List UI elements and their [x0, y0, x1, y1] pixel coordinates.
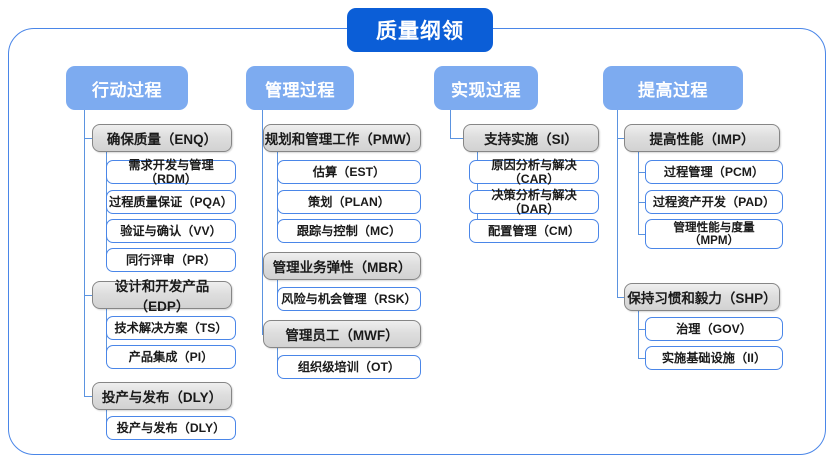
connector-group-3-1	[450, 138, 463, 140]
connector-group-4-2	[617, 297, 624, 299]
column-trunk-2	[262, 110, 264, 334]
column-header-4[interactable]: 提高过程	[603, 66, 743, 110]
connector-leaf-4-2-2	[638, 358, 645, 360]
leaf-box-2-3-1[interactable]: 组织级培训（OT）	[277, 355, 421, 379]
connector-group-2-2	[262, 266, 263, 268]
leaf-box-1-2-1[interactable]: 技术解决方案（TS）	[106, 316, 236, 340]
connector-leaf-4-1-3	[638, 234, 645, 236]
group-box-1-1[interactable]: 确保质量（ENQ）	[92, 124, 232, 152]
leaf-box-2-1-3[interactable]: 跟踪与控制（MC）	[277, 219, 421, 243]
leaf-box-2-1-2[interactable]: 策划（PLAN）	[277, 190, 421, 214]
leaf-box-2-2-1[interactable]: 风险与机会管理（RSK）	[277, 287, 421, 311]
connector-group-1-3	[84, 396, 92, 398]
leaf-box-4-2-2[interactable]: 实施基础设施（II）	[645, 346, 783, 370]
group-box-2-3[interactable]: 管理员工（MWF）	[263, 320, 421, 348]
leaf-box-2-1-1[interactable]: 估算（EST）	[277, 160, 421, 184]
group-subtrunk-4-1	[638, 152, 640, 234]
leaf-box-4-1-1[interactable]: 过程管理（PCM）	[645, 160, 783, 184]
root-title: 质量纲领	[347, 8, 493, 52]
leaf-box-1-1-3[interactable]: 验证与确认（VV）	[106, 219, 236, 243]
group-box-1-3[interactable]: 投产与发布（DLY）	[92, 382, 232, 410]
group-box-2-2[interactable]: 管理业务弹性（MBR）	[263, 252, 421, 280]
leaf-box-3-1-1[interactable]: 原因分析与解决（CAR）	[469, 158, 599, 186]
connector-leaf-4-1-2	[638, 202, 645, 204]
column-trunk-3	[450, 110, 452, 138]
leaf-box-1-3-1[interactable]: 投产与发布（DLY）	[106, 416, 236, 440]
leaf-box-3-1-2[interactable]: 决策分析与解决（DAR）	[469, 188, 599, 216]
connector-leaf-4-2-1	[638, 329, 645, 331]
leaf-box-3-1-3[interactable]: 配置管理（CM）	[469, 219, 599, 243]
group-subtrunk-4-2	[638, 311, 640, 358]
connector-group-4-1	[617, 138, 624, 140]
leaf-box-1-2-2[interactable]: 产品集成（PI）	[106, 345, 236, 369]
leaf-box-4-2-1[interactable]: 治理（GOV）	[645, 317, 783, 341]
connector-group-1-2	[84, 295, 92, 297]
leaf-box-1-1-2[interactable]: 过程质量保证（PQA）	[106, 190, 236, 214]
column-trunk-1	[84, 110, 86, 396]
group-box-2-1[interactable]: 规划和管理工作（PMW）	[263, 124, 421, 152]
group-box-4-1[interactable]: 提高性能（IMP）	[624, 124, 780, 152]
connector-group-1-1	[84, 138, 92, 140]
leaf-box-4-1-3[interactable]: 管理性能与度量（MPM）	[645, 219, 783, 249]
group-box-4-2[interactable]: 保持习惯和毅力（SHP）	[624, 283, 780, 311]
column-header-2[interactable]: 管理过程	[246, 66, 354, 110]
group-box-3-1[interactable]: 支持实施（SI）	[463, 124, 599, 152]
column-trunk-4	[617, 110, 619, 297]
leaf-box-4-1-2[interactable]: 过程资产开发（PAD）	[645, 190, 783, 214]
column-header-1[interactable]: 行动过程	[66, 66, 188, 110]
connector-group-2-1	[262, 138, 263, 140]
leaf-box-1-1-1[interactable]: 需求开发与管理（RDM）	[106, 158, 236, 186]
connector-group-2-3	[262, 334, 263, 336]
leaf-box-1-1-4[interactable]: 同行评审（PR）	[106, 248, 236, 272]
group-box-1-2[interactable]: 设计和开发产品（EDP）	[92, 279, 232, 314]
connector-leaf-4-1-1	[638, 172, 645, 174]
column-header-3[interactable]: 实现过程	[434, 66, 538, 110]
